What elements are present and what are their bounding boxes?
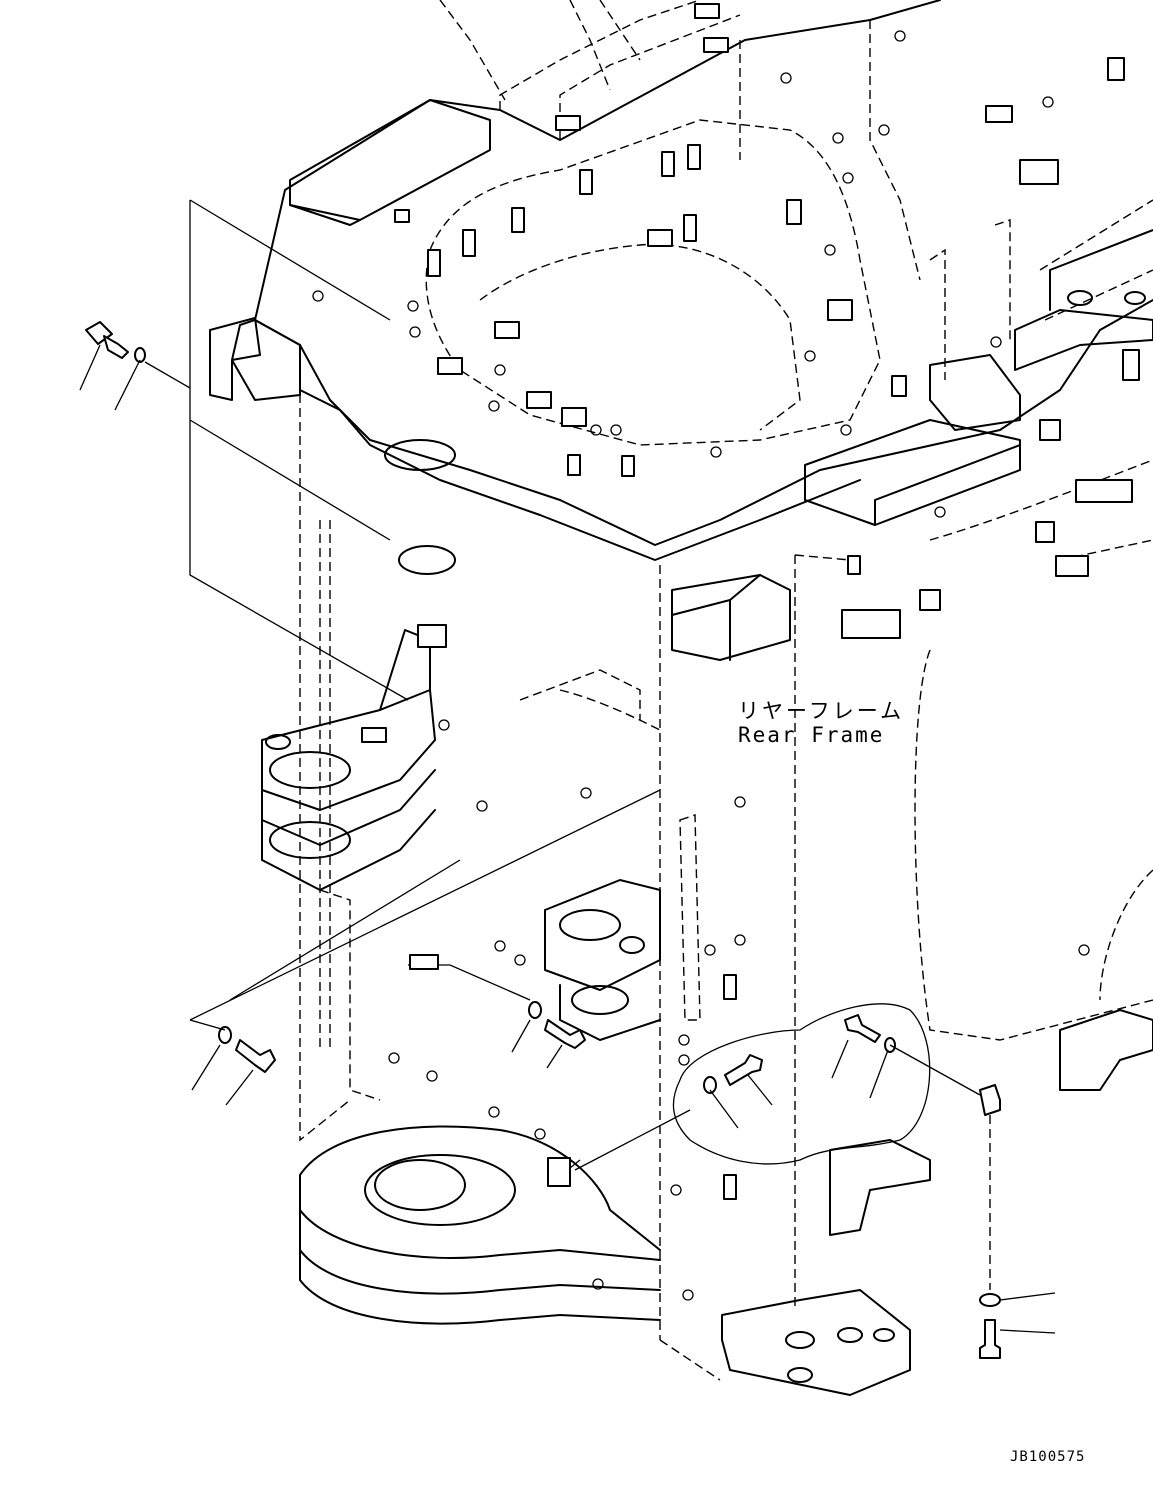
drawing-number: JB100575 [1010, 1449, 1085, 1465]
bolt-mid-center [528, 1001, 586, 1049]
left-hinge-bracket [261, 629, 436, 1101]
lower-right-clevis [721, 1009, 1153, 1396]
bolt-mid-left [218, 1026, 276, 1073]
bolt-upper-left [85, 321, 146, 363]
detail-cloud [672, 1003, 931, 1165]
rear-frame-column [299, 380, 1153, 1381]
upper-frame [209, 0, 1153, 561]
fittings [312, 3, 1146, 1301]
part-name-jp: リヤーフレーム [738, 699, 904, 723]
text-labels: リヤーフレーム Rear Frame JB100575 [738, 699, 1085, 1465]
bolt-cloud-left [703, 1054, 763, 1094]
middle-swivel-bracket [544, 879, 661, 1041]
bolt-cloud-right [844, 1014, 896, 1053]
part-name-en: Rear Frame [738, 723, 884, 747]
lower-swing-circle [299, 1125, 661, 1325]
callout-lines [79, 199, 1056, 1334]
